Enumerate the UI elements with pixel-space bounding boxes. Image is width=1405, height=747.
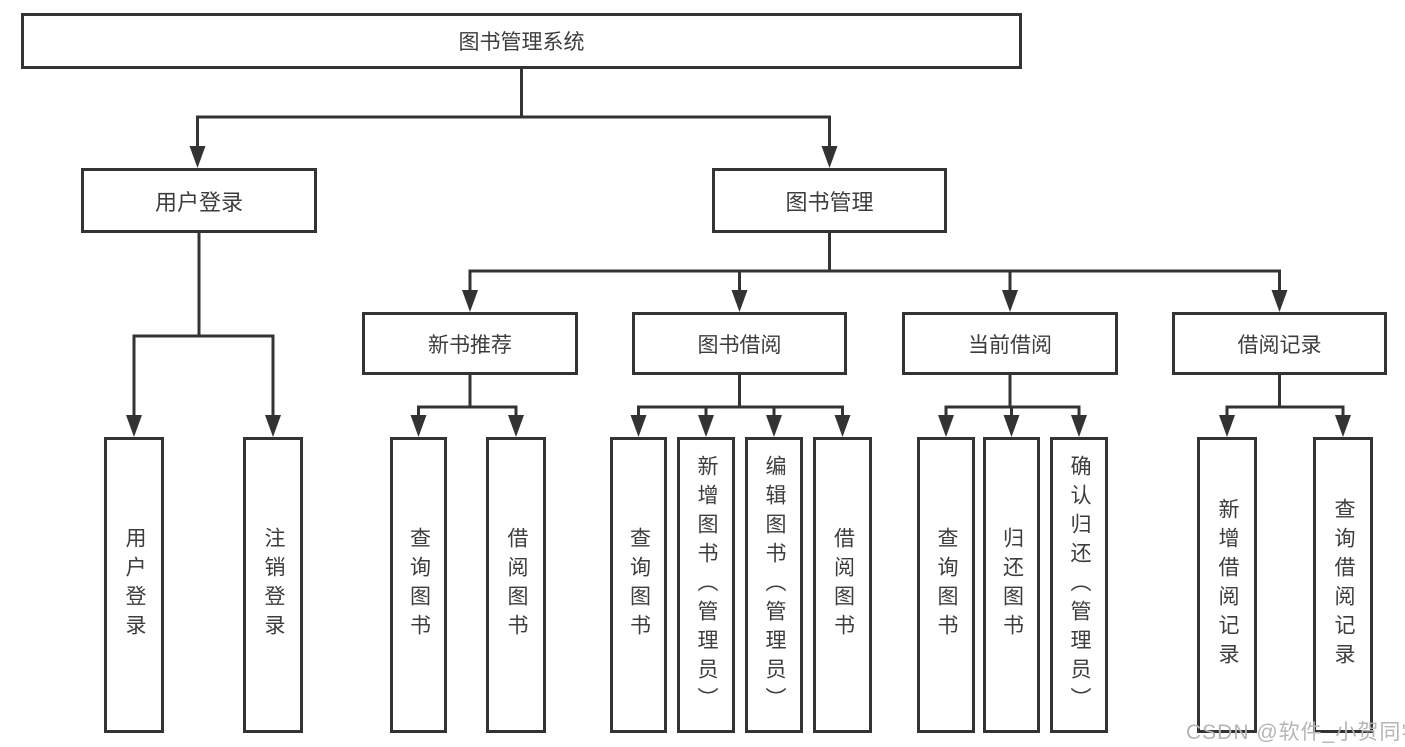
arrow-down-icon <box>1071 415 1087 437</box>
leaf-return-books: 归还图书 <box>983 437 1040 733</box>
node-user-login-branch: 用户登录 <box>81 168 317 233</box>
arrow-down-icon <box>126 415 142 437</box>
node-label: 当前借阅 <box>968 333 1052 357</box>
node-label: 查询图书 <box>935 527 959 643</box>
connector-current-to-leaves <box>938 375 1087 437</box>
node-label: 查询图书 <box>627 527 651 643</box>
leaf-confirm-return-admin: 确认归还（管理员） <box>1050 437 1108 733</box>
node-label: 用户登录 <box>154 189 243 215</box>
connector-borrowing-to-leaves <box>630 375 851 437</box>
node-book-borrowing: 图书借阅 <box>632 312 847 375</box>
arrow-down-icon <box>834 415 851 437</box>
node-library-system: 图书管理系统 <box>21 13 1022 69</box>
node-label: 图书借阅 <box>697 333 782 357</box>
leaf-add-books-admin: 新增图书（管理员） <box>677 437 735 733</box>
node-label: 查询借阅记录 <box>1332 498 1356 672</box>
leaf-user-login: 用户登录 <box>104 437 164 733</box>
arrow-down-icon <box>508 415 524 437</box>
node-label: 查询图书 <box>407 527 431 643</box>
arrow-down-icon <box>265 415 281 437</box>
arrow-down-icon <box>630 415 647 437</box>
node-label: 借阅记录 <box>1237 333 1322 357</box>
node-label: 借阅图书 <box>831 527 855 643</box>
node-new-book-recommend: 新书推荐 <box>362 312 578 375</box>
leaf-borrow-books-1: 借阅图书 <box>486 437 546 733</box>
arrow-down-icon <box>1219 415 1235 437</box>
arrow-down-icon <box>1335 415 1351 437</box>
arrow-down-icon <box>1271 290 1288 312</box>
node-borrowing-records: 借阅记录 <box>1172 312 1387 375</box>
leaf-query-books-1: 查询图书 <box>390 437 447 733</box>
leaf-query-borrow-record: 查询借阅记录 <box>1313 437 1373 733</box>
arrow-down-icon <box>698 415 714 437</box>
arrow-down-icon <box>731 290 748 312</box>
node-label: 用户登录 <box>123 527 147 643</box>
leaf-edit-books-admin: 编辑图书（管理员） <box>745 437 803 733</box>
connector-newbooks-to-leaves <box>410 375 524 437</box>
node-label: 新增图书（管理员） <box>695 454 719 716</box>
arrow-down-icon <box>1002 290 1018 312</box>
node-label: 借阅图书 <box>505 527 529 643</box>
node-label: 新增借阅记录 <box>1216 498 1240 672</box>
arrow-down-icon <box>766 415 782 437</box>
node-label: 图书管理系统 <box>458 31 585 54</box>
arrow-down-icon <box>410 415 427 437</box>
arrow-down-icon <box>462 290 478 312</box>
leaf-logout: 注销登录 <box>243 437 303 733</box>
arrow-down-icon <box>189 146 206 168</box>
connector-userlogin-to-leaves <box>126 233 281 437</box>
node-book-management-branch: 图书管理 <box>712 168 947 233</box>
node-label: 新书推荐 <box>428 333 512 357</box>
node-label: 注销登录 <box>262 527 286 643</box>
leaf-add-borrow-record: 新增借阅记录 <box>1197 437 1257 733</box>
node-label: 确认归还（管理员） <box>1068 454 1092 716</box>
leaf-query-books-3: 查询图书 <box>917 437 975 733</box>
node-label: 归还图书 <box>1000 527 1024 643</box>
arrow-down-icon <box>821 146 838 168</box>
csdn-watermark: CSDN @软件_小贺同学 <box>1186 721 1405 744</box>
leaf-borrow-books-2: 借阅图书 <box>813 437 872 733</box>
arrow-down-icon <box>938 415 954 437</box>
connector-root-to-level2 <box>189 69 838 168</box>
node-label: 编辑图书（管理员） <box>763 454 787 716</box>
node-current-borrowing: 当前借阅 <box>902 312 1118 375</box>
connector-bookmgmt-to-level3 <box>462 233 1288 312</box>
connector-records-to-leaves <box>1219 375 1351 437</box>
leaf-query-books-2: 查询图书 <box>610 437 667 733</box>
node-label: 图书管理 <box>785 189 874 215</box>
arrow-down-icon <box>1003 415 1020 437</box>
